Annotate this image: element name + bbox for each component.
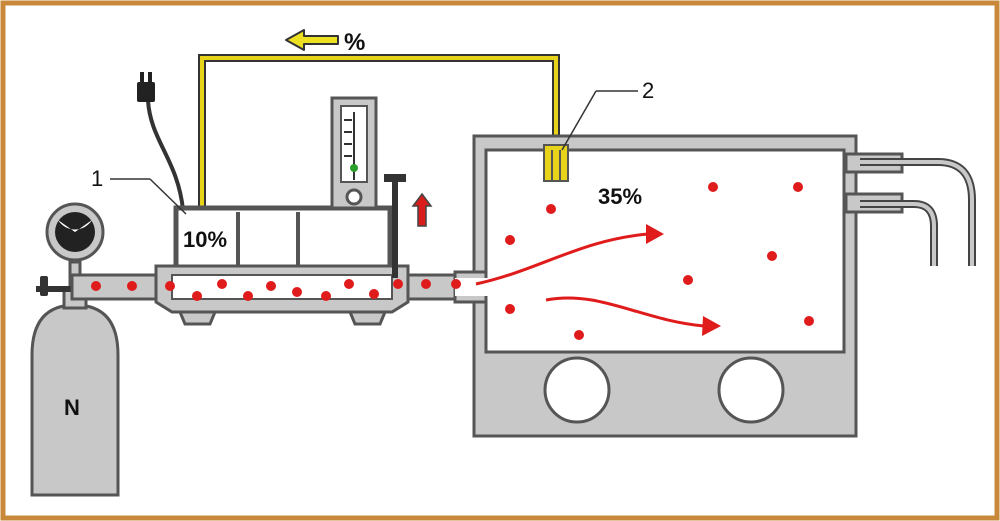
- callout-sensor: [561, 90, 638, 151]
- flowmeter-icon: [330, 96, 378, 210]
- chamber-outlets: [844, 152, 976, 266]
- chamber-concentration-label: 35%: [598, 184, 642, 209]
- power-plug-icon: [137, 72, 185, 211]
- callout-mixer-number: 1: [91, 166, 103, 191]
- mixer-unit: [154, 205, 410, 326]
- callout-sensor-number: 2: [642, 78, 654, 103]
- callout-mixer: [110, 178, 187, 215]
- flow-arrow-upper: [475, 224, 664, 286]
- chamber: [472, 134, 858, 438]
- oxygen-sensor: [543, 144, 569, 182]
- glove-port-left: [543, 356, 611, 424]
- feedback-percent-label: %: [344, 29, 365, 56]
- glove-port-right: [717, 356, 785, 424]
- up-arrow-icon: [411, 192, 433, 227]
- tank-valve-knob: [36, 276, 72, 296]
- vent-rod: [384, 174, 406, 278]
- pressure-gauge-icon: [45, 202, 105, 262]
- sensor-feedback-wire: [198, 54, 560, 210]
- flow-arrow-lower: [545, 296, 721, 336]
- tank-label: N: [64, 395, 80, 420]
- nitrogen-particles: [91, 182, 814, 340]
- feedback-arrow-icon: [285, 29, 339, 51]
- mixer-concentration-label: 10%: [183, 227, 227, 252]
